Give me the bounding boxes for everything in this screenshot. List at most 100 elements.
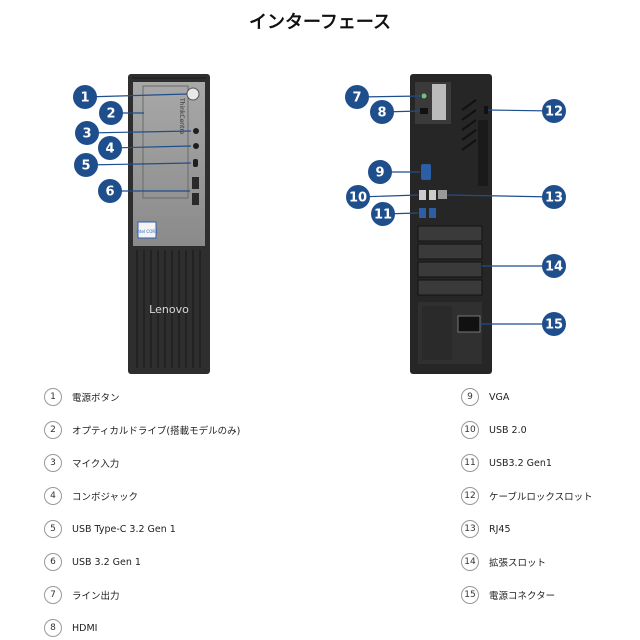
legend-item: 1 電源ボタン <box>44 387 120 407</box>
callout-number: 1 <box>80 91 89 106</box>
front-logo: ThinkCentre <box>178 97 185 135</box>
legend-label: 拡張スロット <box>489 558 547 569</box>
intel-badge: intel CORE <box>136 229 158 234</box>
callout-line <box>446 194 555 198</box>
callout-marker <box>98 179 122 203</box>
callout-marker <box>73 85 97 109</box>
legend-number: 14 <box>461 553 479 571</box>
legend-number: 12 <box>461 487 479 505</box>
callout-line <box>86 130 192 134</box>
callout-marker <box>74 153 98 177</box>
legend-number: 3 <box>44 454 62 472</box>
legend-label: ライン出力 <box>72 591 120 602</box>
usb-a-port-icon <box>192 177 199 189</box>
legend-label: USB3.2 Gen1 <box>489 457 552 469</box>
callout-number: 5 <box>81 159 90 174</box>
legend-item: 6 USB 3.2 Gen 1 <box>44 552 141 572</box>
callout-line <box>109 145 192 149</box>
callout-number: 15 <box>545 318 563 333</box>
legend-item: 14 拡張スロット <box>461 552 546 572</box>
legend-item: 3 マイク入力 <box>44 453 119 473</box>
cable-lock-slot-icon <box>484 106 488 114</box>
callout-number: 13 <box>545 191 563 206</box>
callout-marker <box>542 185 566 209</box>
callout-number: 4 <box>105 142 114 157</box>
callout-number: 3 <box>82 127 91 142</box>
callout-number: 12 <box>545 105 563 120</box>
legend-number: 13 <box>461 520 479 538</box>
legend-number: 15 <box>461 586 479 604</box>
legend-label: VGA <box>489 391 510 403</box>
legend-item: 12 ケーブルロックスロット <box>461 486 593 506</box>
callout-marker <box>542 312 566 336</box>
legend-number: 7 <box>44 586 62 604</box>
callout-number: 2 <box>106 107 115 122</box>
power-button-icon <box>186 87 200 101</box>
brand-logo: Lenovo <box>149 303 189 316</box>
page-title: インターフェース <box>248 12 392 33</box>
legend-item: 8 HDMI <box>44 618 97 638</box>
legend-number: 9 <box>461 388 479 406</box>
callout-marker <box>370 100 394 124</box>
callout-number: 8 <box>377 106 386 121</box>
vga-port-icon <box>421 164 431 180</box>
legend-number: 6 <box>44 553 62 571</box>
callout-number: 10 <box>349 191 367 206</box>
callout-number: 7 <box>352 91 361 106</box>
hdmi-port-icon <box>420 108 428 114</box>
callout-number: 6 <box>105 185 114 200</box>
callout-line <box>85 162 192 166</box>
callout-marker <box>346 185 370 209</box>
legend-number: 10 <box>461 421 479 439</box>
legend-number: 11 <box>461 454 479 472</box>
legend-label: 電源ボタン <box>72 393 120 404</box>
callout-marker <box>345 85 369 109</box>
callout-line <box>84 93 188 98</box>
callout-marker <box>98 136 122 160</box>
combo-jack-icon <box>193 143 199 149</box>
legend-number: 8 <box>44 619 62 637</box>
legend-label: オプティカルドライブ(搭載モデルのみ) <box>72 426 241 437</box>
front-view: ThinkCentre intel CORE Lenovo <box>128 74 210 374</box>
callout-number: 9 <box>375 166 384 181</box>
usb2-port-icon <box>419 190 426 200</box>
legend-item: 9 VGA <box>461 387 509 407</box>
rj45-port-icon <box>438 190 447 199</box>
mic-jack-icon <box>193 128 199 134</box>
legend-number: 5 <box>44 520 62 538</box>
legend-label: マイク入力 <box>72 459 120 470</box>
legend-label: RJ45 <box>489 523 511 535</box>
legend-number: 4 <box>44 487 62 505</box>
usb3-port-icon <box>429 208 436 218</box>
legend-item: 11 USB3.2 Gen1 <box>461 453 552 473</box>
legend-item: 15 電源コネクター <box>461 585 555 605</box>
usb-a-port-icon <box>192 193 199 205</box>
legend-number: 1 <box>44 388 62 406</box>
legend-item: 7 ライン出力 <box>44 585 120 605</box>
rear-view <box>410 74 492 374</box>
callout-number: 14 <box>545 260 563 275</box>
callout-marker <box>542 254 566 278</box>
legend-item: 2 オプティカルドライブ(搭載モデルのみ) <box>44 420 240 440</box>
legend-item: 13 RJ45 <box>461 519 511 539</box>
usb3-port-icon <box>419 208 426 218</box>
callout-marker <box>75 121 99 145</box>
legend-label: HDMI <box>72 622 98 634</box>
callout-marker <box>99 101 123 125</box>
legend-label: USB 3.2 Gen 1 <box>72 556 141 568</box>
power-connector-icon <box>457 315 481 333</box>
usb2-port-icon <box>429 190 436 200</box>
callout-marker <box>371 202 395 226</box>
callout-marker <box>368 160 392 184</box>
callout-number: 11 <box>374 208 392 223</box>
legend-label: 電源コネクター <box>489 591 556 602</box>
legend-number: 2 <box>44 421 62 439</box>
legend-label: ケーブルロックスロット <box>489 492 593 503</box>
line-out-jack-icon <box>421 93 427 99</box>
callout-marker <box>542 99 566 123</box>
usb-c-port-icon <box>193 159 198 167</box>
